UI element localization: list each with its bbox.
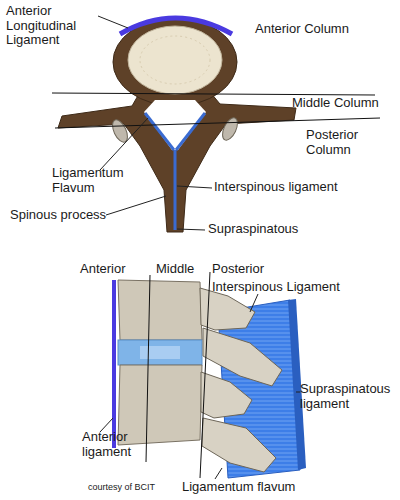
vertebral-body-core <box>128 26 222 94</box>
spinous-process <box>202 418 276 472</box>
leader-line <box>106 196 166 215</box>
trabecular-texture <box>140 36 210 84</box>
leader-line <box>177 229 205 230</box>
vertebral-body-rim <box>113 18 237 106</box>
part-label: Supraspinatous ligament <box>300 382 400 411</box>
part-label: Anterior <box>80 262 150 277</box>
intervertebral-disc <box>118 340 202 365</box>
vertebral-body <box>118 365 202 445</box>
part-label: Middle <box>156 262 216 277</box>
top-view <box>52 16 380 232</box>
part-label: Middle Column <box>292 96 400 111</box>
part-label: Anterior Column <box>255 22 395 37</box>
disc-nucleus <box>140 346 180 359</box>
ligamentum-flavum-line <box>145 113 174 150</box>
credit-note: courtesy of BCIT <box>88 482 188 492</box>
pedicle <box>201 372 252 418</box>
ligamentum-flavum-line <box>176 113 205 150</box>
part-label: Interspinous Ligament <box>212 280 392 295</box>
leader-line <box>215 468 222 479</box>
facet-joint <box>219 116 240 143</box>
part-label: Interspinous ligament <box>214 180 384 195</box>
column-divider <box>200 272 210 478</box>
anterior-longitudinal-ligament <box>120 18 232 34</box>
part-label: Spinous process <box>10 208 130 223</box>
leader-line <box>100 118 148 170</box>
vertebral-body <box>118 280 202 340</box>
column-divider <box>146 275 150 462</box>
leader-line <box>177 186 212 188</box>
column-divider <box>55 118 380 128</box>
part-label: Ligamentum Flavum <box>52 166 137 195</box>
column-divider <box>52 93 375 95</box>
part-label: Posterior Column <box>306 128 386 157</box>
part-label: Supraspinatous <box>208 222 348 237</box>
leader-line <box>296 392 300 393</box>
anterior-ligament <box>112 280 116 448</box>
part-label: Anterior Longitudinal Ligament <box>6 4 106 48</box>
leader-line <box>250 294 258 312</box>
part-label: Anterior ligament <box>82 430 144 459</box>
part-label: Ligamentum flavum <box>182 480 332 495</box>
interspinous-ligament-line <box>174 150 177 230</box>
leader-line <box>98 16 128 28</box>
part-label: Posterior <box>212 262 312 277</box>
